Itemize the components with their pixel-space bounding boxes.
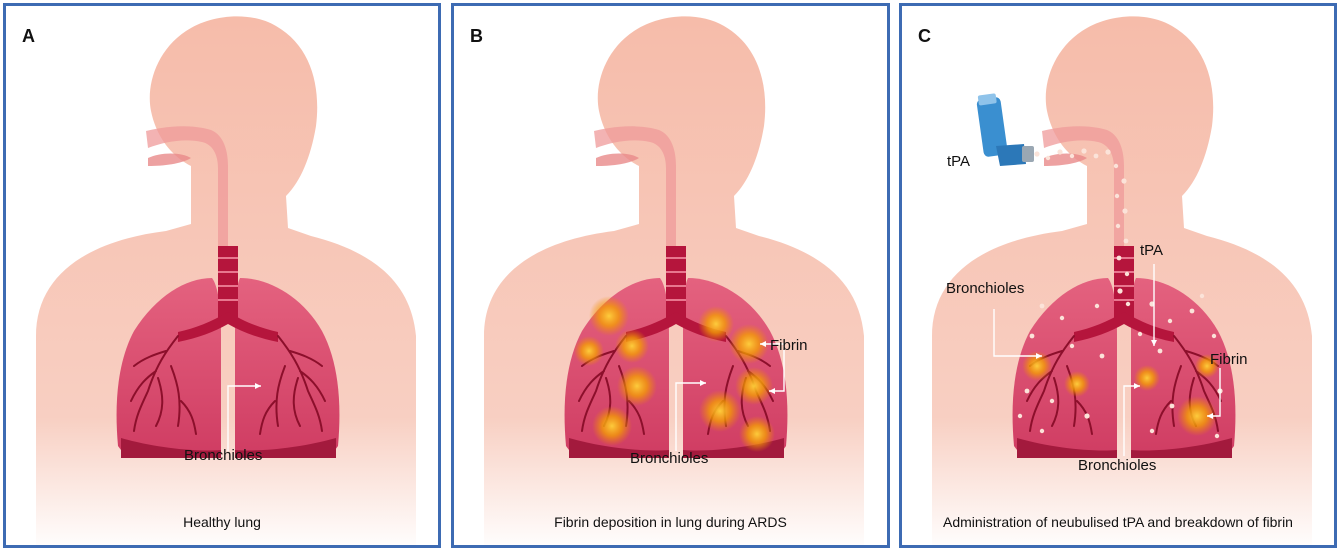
bronchioles-left-label: Bronchioles (946, 280, 1024, 297)
inhaler-tpa-label: tPA (947, 153, 970, 170)
panel-a: A Bronchioles Healthy lung (3, 3, 441, 548)
panel-letter: A (22, 26, 35, 47)
bronchioles-bottom-label: Bronchioles (1078, 457, 1156, 474)
bronchioles-label: Bronchioles (630, 450, 708, 467)
inhaler-icon (976, 93, 1034, 166)
panel-b: B Fibrin Bronchioles Fibrin deposition i… (451, 3, 890, 548)
airway-tpa-label: tPA (1140, 242, 1163, 259)
panel-caption: Fibrin deposition in lung during ARDS (454, 514, 887, 530)
fibrin-label: Fibrin (770, 337, 808, 354)
panel-letter: C (918, 26, 931, 47)
panel-c: C tPA tPA Bronchioles Fibrin Bronchioles… (899, 3, 1337, 548)
panel-caption: Healthy lung (6, 514, 438, 530)
panel-letter: B (470, 26, 483, 47)
healthy-lung-illustration (6, 6, 438, 546)
bronchioles-label: Bronchioles (184, 447, 262, 464)
panel-caption: Administration of neubulised tPA and bre… (902, 514, 1334, 530)
fibrin-label: Fibrin (1210, 351, 1248, 368)
